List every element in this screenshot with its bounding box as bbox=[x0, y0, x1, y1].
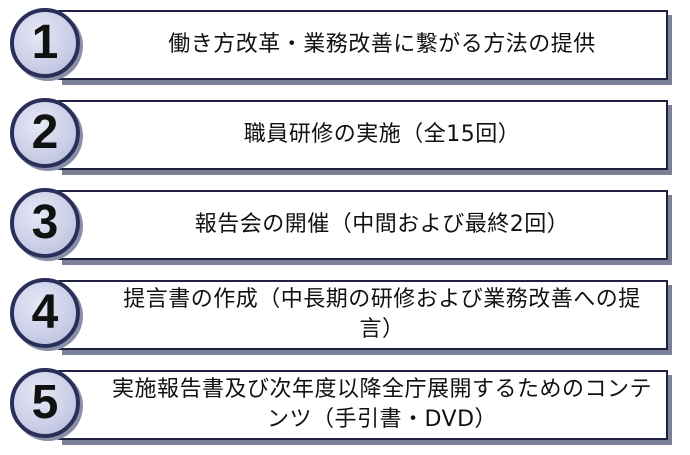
item-text: 報告会の開催（中間および最終2回） bbox=[194, 212, 570, 238]
number-label: 2 bbox=[31, 106, 59, 159]
number-label: 5 bbox=[31, 376, 59, 429]
number-badge: 2 bbox=[10, 98, 80, 168]
number-label: 1 bbox=[31, 16, 59, 69]
item-box: 報告会の開催（中間および最終2回） bbox=[58, 190, 668, 260]
number-badge: 3 bbox=[10, 188, 80, 258]
item-text: 提言書の作成（中長期の研修および業務改善への提言） bbox=[123, 287, 641, 342]
number-label: 3 bbox=[31, 196, 59, 249]
number-badge: 4 bbox=[10, 278, 80, 348]
item-text: 職員研修の実施（全15回） bbox=[243, 122, 521, 148]
list-item-4: 提言書の作成（中長期の研修および業務改善への提言） 4 bbox=[0, 272, 690, 352]
item-text: 実施報告書及び次年度以降全庁展開するためのコンテンツ（手引書・DVD） bbox=[111, 377, 652, 432]
number-badge: 5 bbox=[10, 368, 80, 438]
item-box: 働き方改革・業務改善に繋がる方法の提供 bbox=[58, 10, 668, 80]
item-box: 職員研修の実施（全15回） bbox=[58, 100, 668, 170]
item-box: 提言書の作成（中長期の研修および業務改善への提言） bbox=[58, 280, 668, 350]
number-badge: 1 bbox=[10, 8, 80, 78]
list-item-1: 働き方改革・業務改善に繋がる方法の提供 1 bbox=[0, 2, 690, 82]
list-item-3: 報告会の開催（中間および最終2回） 3 bbox=[0, 182, 690, 262]
list-item-2: 職員研修の実施（全15回） 2 bbox=[0, 92, 690, 172]
item-text: 働き方改革・業務改善に繋がる方法の提供 bbox=[168, 32, 596, 58]
list-item-5: 実施報告書及び次年度以降全庁展開するためのコンテンツ（手引書・DVD） 5 bbox=[0, 362, 690, 442]
number-label: 4 bbox=[31, 286, 59, 339]
item-box: 実施報告書及び次年度以降全庁展開するためのコンテンツ（手引書・DVD） bbox=[58, 370, 668, 440]
